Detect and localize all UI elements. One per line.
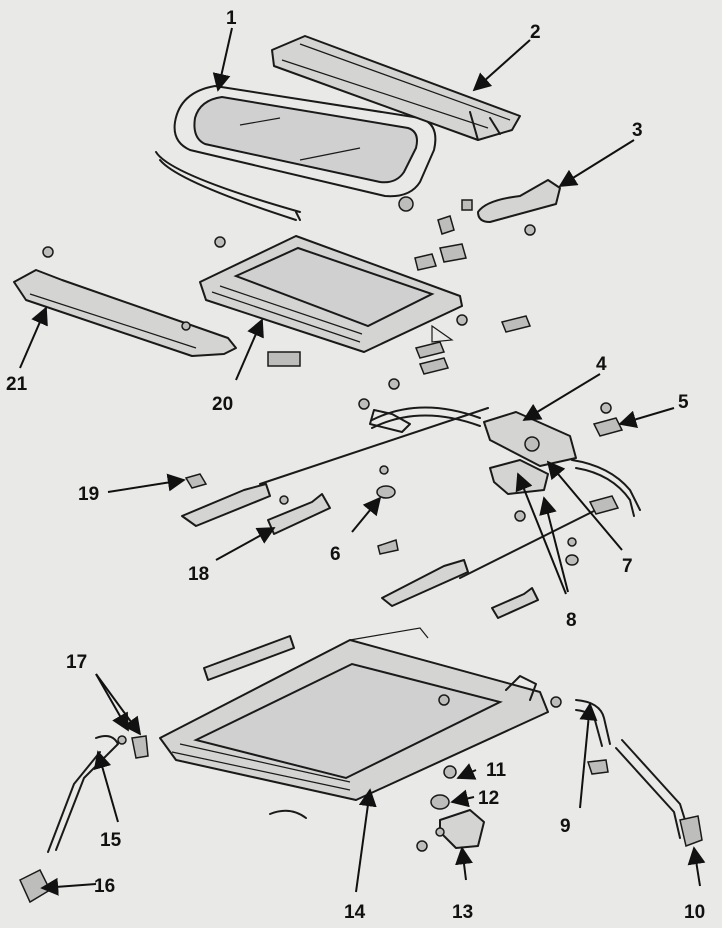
glass-seal-strip [155,151,301,221]
callout-9: 9 [560,816,571,837]
right-drive-cable [381,495,620,607]
callout-13: 13 [452,902,473,923]
drain-fittings [269,765,485,852]
rear-cross-bar [13,246,237,357]
side-bracket [477,179,561,223]
callout-10: 10 [684,902,705,923]
callout-12: 12 [478,788,499,809]
callout-21: 21 [6,374,28,395]
callout-18: 18 [188,564,209,585]
callout-labels: 1 2 3 4 5 6 7 8 9 10 11 12 13 14 15 16 1… [6,8,705,923]
callout-20: 20 [212,394,233,415]
front-drain-hose [19,735,149,904]
callout-14: 14 [344,902,366,923]
drive-motor-unit [358,378,641,517]
mid-clips [414,314,532,375]
callout-1: 1 [226,8,237,29]
left-drive-cable [181,407,489,527]
callout-6: 6 [330,544,341,565]
leader-lines [19,27,706,896]
callout-4: 4 [596,354,607,375]
callout-3: 3 [632,120,643,141]
callout-17: 17 [66,652,87,673]
callout-5: 5 [678,392,689,413]
cable-end-clip [592,417,624,437]
motor-bracket [489,459,549,522]
callout-19: 19 [78,484,99,505]
sunroof-frame [159,627,562,801]
right-guide-slider [491,587,539,619]
callout-2: 2 [530,22,541,43]
callout-7: 7 [622,556,633,577]
left-guide-slider [267,493,331,535]
grommet [376,465,399,555]
callout-8: 8 [566,610,577,631]
upper-clips [398,196,473,271]
wind-deflector [271,35,521,141]
front-trim-strip [203,635,295,681]
callout-15: 15 [100,830,122,851]
rear-drain-hose [575,699,703,848]
sunshade-panel [199,235,463,367]
glass-panel [173,85,437,198]
callout-11: 11 [486,760,507,781]
callout-16: 16 [94,876,115,897]
